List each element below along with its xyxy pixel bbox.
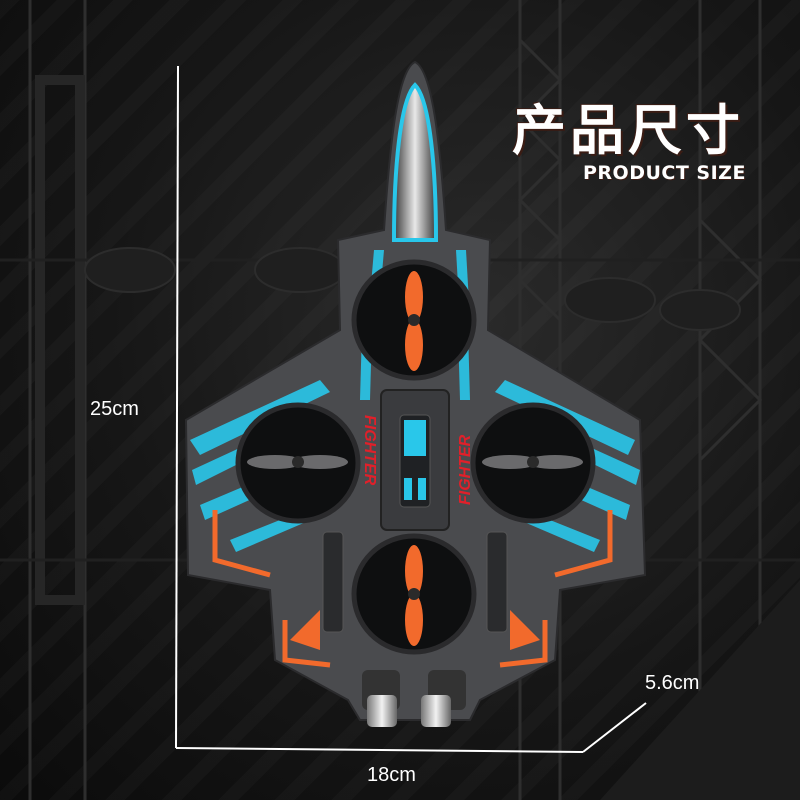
canopy: [391, 82, 439, 242]
depth-label: 5.6cm: [645, 672, 700, 694]
title-english: PRODUCT SIZE: [583, 162, 746, 184]
width-dimension-line: [175, 747, 584, 753]
title-chinese: 产品尺寸: [512, 99, 744, 162]
fighter-label-right: FIGHTER: [457, 434, 474, 505]
fighter-label-left: FIGHTER: [361, 415, 378, 486]
height-dimension-line: [175, 65, 179, 749]
depth-dimension-line: [582, 702, 647, 753]
width-label: 18cm: [367, 764, 416, 786]
height-label: 25cm: [90, 398, 139, 420]
